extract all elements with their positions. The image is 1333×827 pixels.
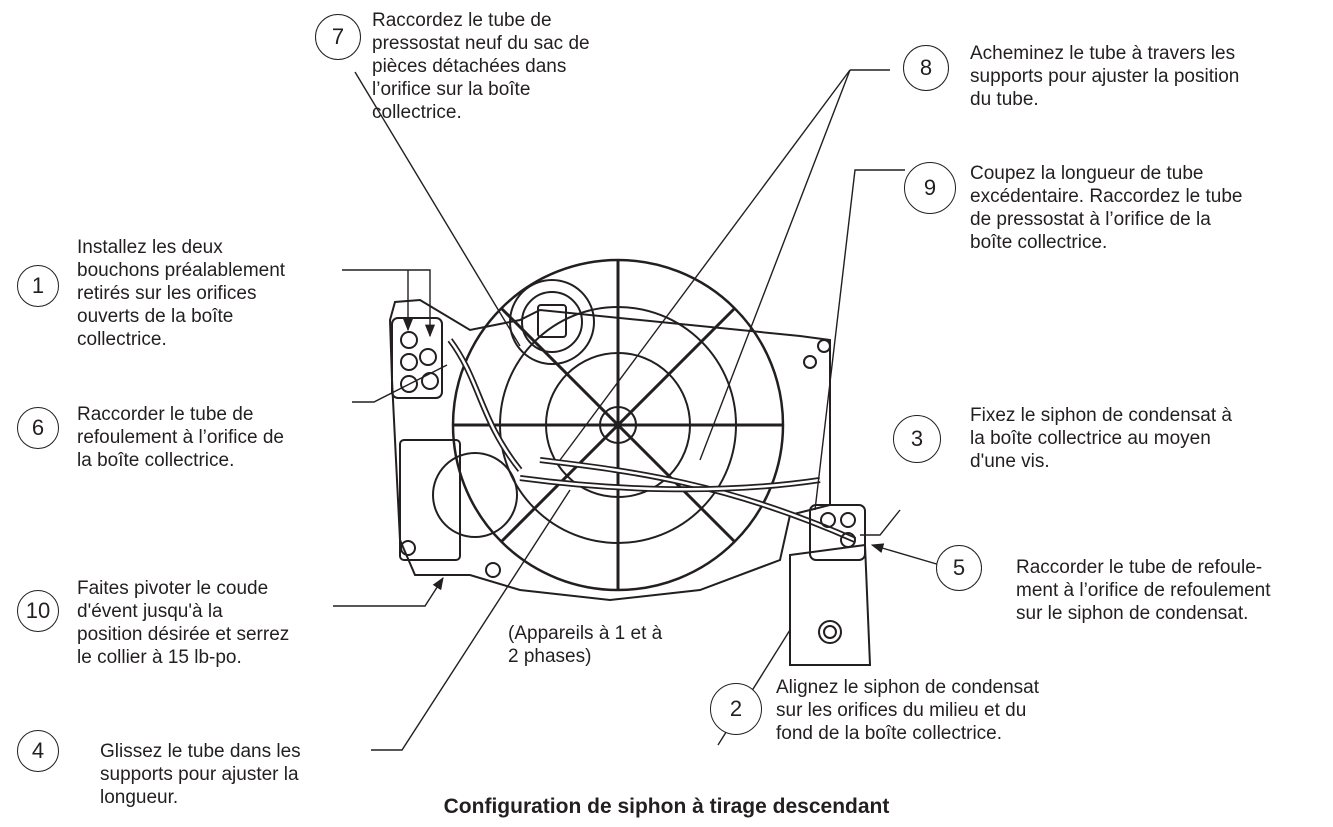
callout-4-text: Glissez le tube dans les supports pour a… <box>100 741 301 808</box>
step-9-marker: 9 <box>904 162 956 214</box>
phase-note: (Appareils à 1 et à 2 phases) <box>508 623 663 667</box>
step-3-marker: 3 <box>893 415 941 463</box>
step-number: 1 <box>31 273 45 298</box>
step-2-marker: 2 <box>710 683 762 735</box>
callout-3-text: Fixez le siphon de condensat à la boîte … <box>970 405 1232 472</box>
trap-port <box>818 620 842 644</box>
pressure-switch <box>509 279 595 365</box>
vent-elbow <box>432 452 518 538</box>
step-7-marker: 7 <box>315 14 361 60</box>
step-number: 9 <box>923 175 937 200</box>
callout-8-text: Acheminez le tube à travers les supports… <box>970 43 1240 110</box>
step-8-marker: 8 <box>903 45 949 91</box>
port <box>400 353 418 371</box>
step-number: 6 <box>31 415 45 440</box>
step-1-marker: 1 <box>17 265 59 307</box>
step-number: 10 <box>25 598 51 623</box>
step-number: 5 <box>952 555 966 580</box>
port <box>419 348 437 366</box>
condensate-trap <box>789 543 872 666</box>
inlet-pipe <box>399 439 461 561</box>
figure-caption: Configuration de siphon à tirage descend… <box>443 795 890 818</box>
callout-7-text: Raccordez le tube de pressostat neuf du … <box>372 10 590 123</box>
step-6-marker: 6 <box>17 407 59 449</box>
step-number: 4 <box>31 738 45 763</box>
port <box>400 375 418 393</box>
step-4-marker: 4 <box>17 730 59 772</box>
step-number: 8 <box>919 55 933 80</box>
step-10-marker: 10 <box>17 590 59 632</box>
step-number: 2 <box>729 696 743 721</box>
step-number: 3 <box>910 426 924 451</box>
callout-2-text: Alignez le siphon de condensat sur les o… <box>776 677 1040 744</box>
collector-box-flange <box>391 317 443 399</box>
callout-5-text: Raccorder le tube de refoule- ment à l’o… <box>1016 557 1271 624</box>
callout-9-text: Coupez la longueur de tube excédentaire.… <box>970 163 1243 253</box>
drain-tube <box>539 457 857 543</box>
collector-box-right <box>809 504 866 561</box>
callout-6-text: Raccorder le tube de refoulement à l’ori… <box>77 404 284 471</box>
callout-10-text: Faites pivoter le coude d'évent jusqu'à … <box>77 578 290 668</box>
step-number: 7 <box>331 24 345 49</box>
step-5-marker: 5 <box>936 545 982 591</box>
port <box>421 372 439 390</box>
callout-1-text: Installez les deux bouchons préalablemen… <box>77 237 286 350</box>
port <box>400 331 418 349</box>
